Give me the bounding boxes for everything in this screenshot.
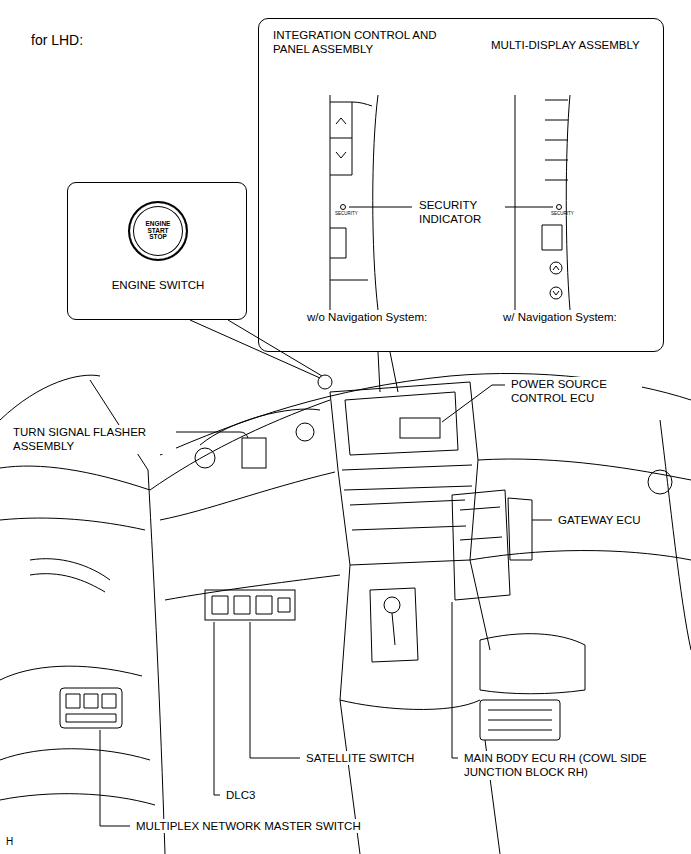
engine-switch-location xyxy=(318,375,332,389)
up-button xyxy=(550,262,562,274)
part-name: MAIN BODY ECU RH (COWL SIDE JUNCTION BLO… xyxy=(463,751,670,780)
turn-signal-flasher xyxy=(242,438,266,468)
rear-vent xyxy=(480,700,560,740)
window-switch xyxy=(60,688,122,728)
satellite-switch-panel xyxy=(205,590,295,620)
leader-lines xyxy=(100,207,553,826)
callout-panel: INTEGRATION CONTROL AND PANEL ASSEMBLY MU… xyxy=(258,18,664,352)
rear-vent-slats xyxy=(488,710,552,730)
armrest xyxy=(480,634,585,694)
indicator-text: SECURITY xyxy=(334,211,359,217)
part-name: POWER SOURCE CONTROL ECU xyxy=(510,377,642,406)
part-name: INTEGRATION CONTROL AND PANEL ASSEMBLY xyxy=(273,29,443,57)
header-note: for LHD: xyxy=(30,32,84,50)
gateway-ecu xyxy=(508,498,532,560)
variant-note: w/o Navigation System: xyxy=(307,311,427,325)
part-name: DLC3 xyxy=(225,788,256,802)
security-indicator-dot xyxy=(341,205,346,210)
center-console xyxy=(340,560,500,854)
switch-button: ENGINE START STOP xyxy=(128,201,188,261)
part-name: GATEWAY ECU xyxy=(557,513,642,527)
window-switch-buttons xyxy=(66,694,116,722)
satellite-switch-buttons xyxy=(212,596,290,614)
part-name: SATELLITE SWITCH xyxy=(305,751,415,765)
center-stack xyxy=(330,382,478,565)
shift-lever xyxy=(392,613,395,645)
security-indicator-dot xyxy=(557,205,562,210)
down-button xyxy=(550,287,562,299)
part-name: SECURITY INDICATOR xyxy=(419,199,505,227)
power-source-control-ecu xyxy=(400,418,440,438)
button-chevrons xyxy=(553,266,559,295)
multi-display-strip xyxy=(515,95,570,310)
shift-knob xyxy=(384,597,400,613)
part-name: MULTIPLEX NETWORK MASTER SWITCH xyxy=(135,819,362,833)
dashboard xyxy=(150,373,691,650)
figure-code: H xyxy=(5,836,14,849)
part-name: TURN SIGNAL FLASHER ASSEMBLY xyxy=(12,425,176,454)
air-vent xyxy=(296,423,314,441)
indicator-text: SECURITY xyxy=(550,211,575,217)
air-vent xyxy=(648,470,672,494)
main-body-ecu xyxy=(452,490,510,600)
part-name: ENGINE SWITCH xyxy=(112,279,205,293)
control-panel-strip xyxy=(330,95,378,310)
callout-box: ENGINE SWITCH ENGINE START STOP xyxy=(67,182,247,320)
button-text: ENGINE START STOP xyxy=(146,221,171,241)
air-vent xyxy=(195,448,215,468)
variant-note: w/ Navigation System: xyxy=(503,311,617,325)
part-name: MULTI-DISPLAY ASSEMBLY xyxy=(491,39,640,53)
line-art xyxy=(0,95,691,854)
